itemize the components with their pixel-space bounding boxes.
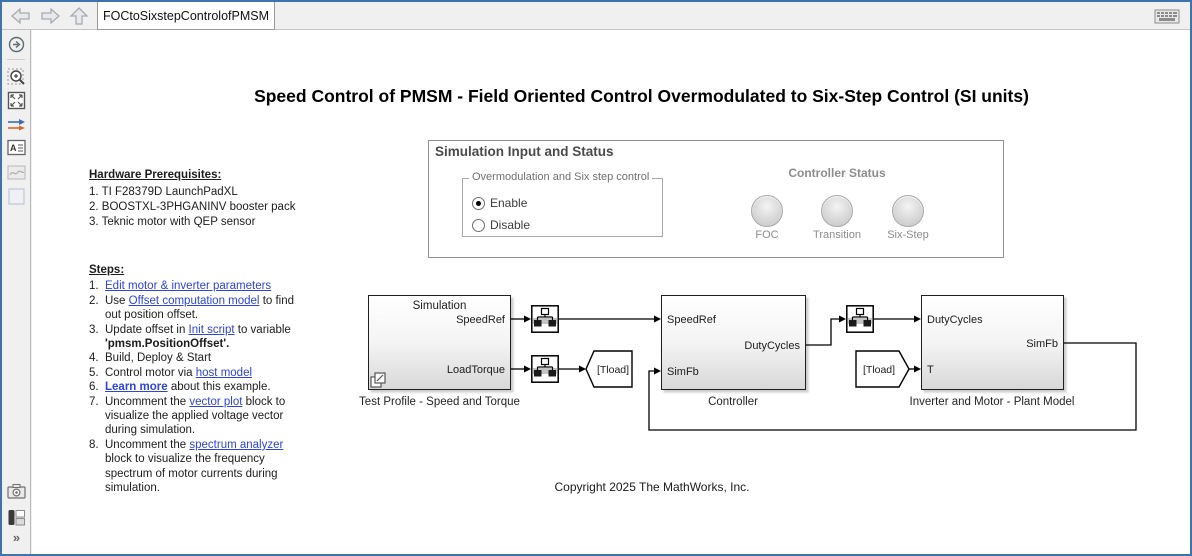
keyboard-icon[interactable] [1154, 9, 1180, 24]
simulation-input-status-panel: Simulation Input and Status Overmodulati… [428, 140, 1004, 258]
step-item: 8. Uncomment the spectrum analyzer block… [89, 438, 284, 495]
port-speedref-in: SpeedRef [667, 314, 716, 326]
circle-arrow-icon[interactable] [7, 35, 26, 54]
model-tab[interactable]: FOCtoSixstepControlofPMSM [97, 2, 275, 30]
lamp-six-step [892, 195, 924, 227]
port-simfb-out: SimFb [1026, 338, 1058, 350]
screenshot-icon[interactable] [7, 482, 26, 501]
from-tag-tload[interactable]: [Tload] [855, 350, 910, 388]
radio-button-icon[interactable] [472, 218, 485, 232]
plant-block[interactable]: DutyCycles T SimFb [921, 295, 1064, 390]
link-learn-more[interactable]: Learn more [105, 381, 168, 394]
port-dutycycles-in: DutyCycles [927, 314, 983, 326]
step-item: 2. Use Offset computation model to find … [89, 294, 295, 322]
palette-sidebar: A » [2, 30, 31, 554]
port-speedref-out: SpeedRef [456, 314, 505, 326]
up-icon[interactable] [68, 6, 90, 26]
steps-annotation: Steps: 1. Edit motor & inverter paramete… [89, 263, 325, 496]
port-loadtorque-out: LoadTorque [446, 364, 505, 376]
forward-icon[interactable] [39, 6, 61, 26]
hardware-item: 2. BOOSTXL-3PHGANINV booster pack [89, 201, 296, 213]
overmodulation-groupbox: Overmodulation and Six step control Enab… [462, 171, 663, 237]
steps-heading: Steps: [89, 264, 125, 276]
hardware-item: 1. TI F28379D LaunchPadXL [89, 186, 238, 198]
step-item: 6. Learn more about this example. [89, 381, 271, 394]
controller-block[interactable]: SpeedRef SimFb DutyCycles [661, 295, 806, 390]
image-icon[interactable] [7, 163, 26, 182]
expand-chevrons-icon[interactable]: » [12, 530, 21, 545]
zoom-region-icon[interactable] [7, 68, 26, 87]
link-vector-plot[interactable]: vector plot [189, 395, 243, 408]
lamp-transition [821, 195, 853, 227]
port-simfb-in: SimFb [667, 366, 699, 378]
fit-to-view-icon[interactable] [7, 91, 26, 110]
test-profile-block[interactable]: Simulation SpeedRef LoadTorque [368, 295, 511, 390]
subsystem-browser-icon[interactable] [7, 508, 26, 527]
plant-label: Inverter and Motor - Plant Model [909, 396, 1075, 408]
groupbox-label: Overmodulation and Six step control [469, 171, 653, 183]
step-item: 7. Uncomment the vector plot block to vi… [89, 395, 286, 437]
hardware-heading: Hardware Prerequisites: [89, 169, 222, 181]
test-profile-label: Test Profile - Speed and Torque [359, 396, 520, 408]
radio-button-icon[interactable] [472, 196, 485, 210]
port-dutycycles-out: DutyCycles [744, 340, 800, 352]
toolbar: FOCtoSixstepControlofPMSM [2, 2, 1190, 30]
signal-arrows-icon[interactable] [7, 115, 26, 134]
port-t-in: T [927, 364, 934, 376]
step-item: 4. Build, Deploy & Start [89, 352, 212, 365]
lamp-foc [751, 195, 783, 227]
hardware-item: 3. Teknic motor with QEP sensor [89, 216, 256, 228]
goto-tag-tload[interactable]: [Tload] [585, 350, 633, 388]
lamp-label-transition: Transition [813, 229, 861, 241]
lamp-label-foc: FOC [755, 229, 779, 241]
link-init-script[interactable]: Init script [188, 323, 235, 336]
model-canvas: Speed Control of PMSM - Field Oriented C… [32, 30, 1190, 554]
link-edit-parameters[interactable]: Edit motor & inverter parameters [105, 280, 272, 293]
lamp-label-six-step: Six-Step [887, 229, 929, 241]
svg-text:[Tload]: [Tload] [597, 364, 629, 376]
step-item: 1. Edit motor & inverter parameters [89, 280, 272, 293]
controller-label: Controller [708, 396, 758, 408]
back-icon[interactable] [10, 6, 32, 26]
sidebar-divider [7, 59, 25, 60]
step-item: 3. Update offset in Init script to varia… [89, 323, 291, 351]
link-host-model[interactable]: host model [195, 366, 253, 379]
annotation-icon[interactable]: A [7, 138, 26, 157]
copyright-text: Copyright 2025 The MathWorks, Inc. [554, 480, 750, 494]
controller-status-title: Controller Status [788, 166, 886, 180]
svg-text:A: A [10, 143, 17, 153]
link-spectrum-analyzer[interactable]: spectrum analyzer [189, 438, 284, 451]
hardware-prerequisites: Hardware Prerequisites: 1. TI F28379D La… [89, 168, 339, 230]
radio-disable[interactable]: Disable [472, 218, 530, 232]
area-icon[interactable] [7, 187, 26, 206]
svg-text:[Tload]: [Tload] [863, 364, 895, 376]
panel-title: Simulation Input and Status [435, 144, 614, 159]
step-item: 5. Control motor via host model [89, 366, 253, 379]
model-title: Speed Control of PMSM - Field Oriented C… [254, 86, 1029, 106]
link-offset-model[interactable]: Offset computation model [128, 294, 260, 307]
radio-enable[interactable]: Enable [472, 196, 527, 210]
